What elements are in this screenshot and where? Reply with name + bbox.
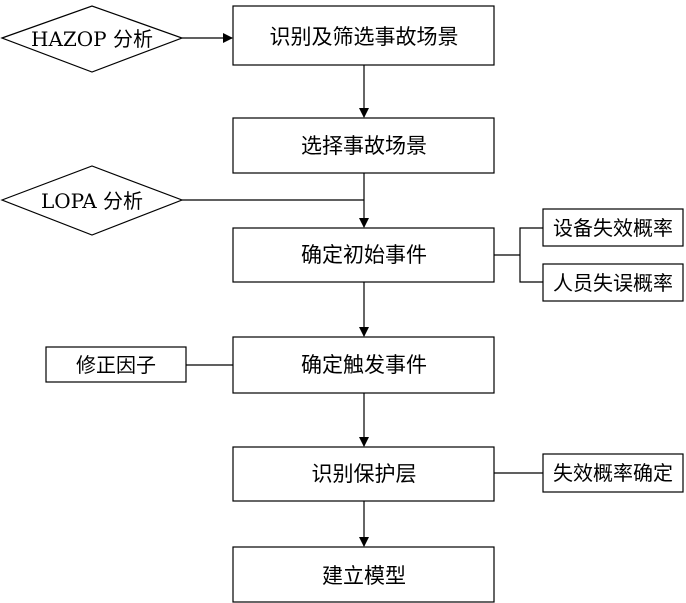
step-label-select-scenario: 选择事故场景	[301, 134, 427, 158]
connector-bracket-equipment	[519, 227, 543, 283]
step-box-build-model	[232, 546, 495, 603]
side-label-human-error: 人员失误概率	[553, 271, 673, 295]
input-label-hazop: HAZOP 分析	[31, 27, 153, 51]
input-label-lopa: LOPA 分析	[41, 189, 143, 213]
step-label-protection-layer: 识别保护层	[312, 462, 417, 486]
step-label-initiating-event: 确定初始事件	[301, 243, 427, 267]
input-label-correction-factor: 修正因子	[76, 353, 156, 377]
step-label-build-model: 建立模型	[322, 564, 406, 588]
step-label-identify-screen: 识别及筛选事故场景	[270, 25, 459, 49]
side-label-failure-probability: 失效概率确定	[553, 461, 673, 485]
step-label-trigger-event: 确定触发事件	[301, 353, 427, 377]
side-label-equipment-failure: 设备失效概率	[553, 216, 673, 240]
